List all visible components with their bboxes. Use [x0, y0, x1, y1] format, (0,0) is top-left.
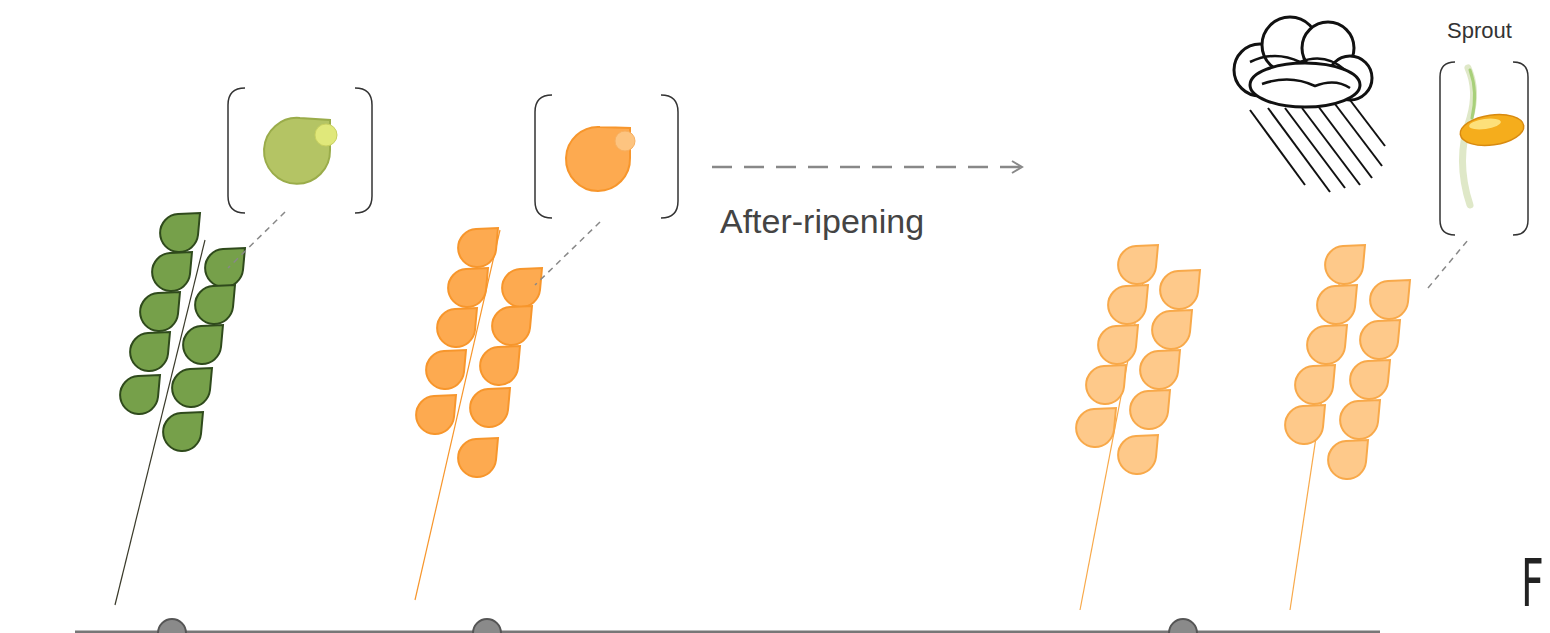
after-ripened-spike	[1285, 245, 1410, 610]
kernel	[1370, 280, 1410, 319]
kernel	[1108, 285, 1148, 324]
stem	[115, 240, 205, 605]
kernel	[1118, 245, 1158, 284]
kernel	[1152, 310, 1192, 349]
kernel	[183, 325, 223, 364]
bracket	[1440, 62, 1455, 235]
edge-letter: F	[1521, 545, 1544, 622]
kernel	[195, 285, 235, 324]
kernel	[1098, 325, 1138, 364]
kernel	[458, 438, 498, 477]
kernel	[448, 268, 488, 307]
kernel	[502, 268, 542, 307]
kernel	[160, 213, 200, 252]
kernel	[1295, 365, 1335, 404]
kernel	[120, 375, 160, 414]
kernel	[140, 292, 180, 331]
kernel	[1130, 390, 1170, 429]
kernel	[1325, 245, 1365, 284]
kernel	[1317, 285, 1357, 324]
cloud-line	[1250, 56, 1345, 70]
kernel	[458, 228, 498, 267]
bracket	[661, 95, 678, 218]
bracket	[355, 88, 372, 213]
kernel	[130, 332, 170, 371]
raindrop-line	[1268, 108, 1330, 192]
kernel	[172, 368, 212, 407]
embryo	[315, 124, 337, 146]
kernel	[492, 306, 532, 345]
ripe-spike	[415, 228, 542, 600]
bracket	[228, 88, 245, 213]
timeline-point	[158, 619, 186, 633]
bracket	[535, 95, 552, 218]
kernel	[152, 252, 192, 291]
seed	[1458, 111, 1526, 150]
leader-line	[1428, 240, 1468, 288]
rain	[1250, 100, 1385, 192]
seed-highlight	[1468, 117, 1501, 131]
kernel	[1285, 405, 1325, 444]
kernel	[470, 388, 510, 427]
leader-line	[535, 222, 600, 285]
kernel	[437, 308, 477, 347]
raindrop-line	[1350, 100, 1385, 146]
raindrop-line	[1285, 108, 1345, 188]
sprout-label: Sprout	[1447, 18, 1512, 44]
kernel	[1328, 440, 1368, 479]
bracket	[1513, 62, 1528, 235]
kernel	[1307, 325, 1347, 364]
kernel	[1360, 320, 1400, 359]
kernel	[1076, 408, 1116, 447]
process-label: After-ripening	[720, 202, 924, 241]
leader-line	[228, 212, 285, 268]
sprout-tip	[1470, 70, 1475, 118]
kernel	[416, 395, 456, 434]
kernel	[163, 412, 203, 451]
timeline-point	[473, 619, 501, 633]
embryo	[615, 131, 635, 151]
raindrop-line	[1302, 108, 1360, 185]
kernel	[1160, 270, 1200, 309]
kernel	[1340, 400, 1380, 439]
kernel	[426, 350, 466, 389]
rain-cloud	[1234, 17, 1372, 107]
kernel	[1118, 435, 1158, 474]
timeline-point	[1169, 619, 1197, 633]
cloud-line	[1262, 79, 1350, 88]
green-spike	[115, 213, 245, 605]
kernel	[480, 346, 520, 385]
time-arrow	[712, 166, 1022, 169]
kernel	[1350, 360, 1390, 399]
raindrop-line	[1335, 104, 1382, 166]
after-ripened-spike	[1076, 245, 1200, 610]
kernel	[205, 248, 245, 287]
kernel	[1086, 365, 1126, 404]
kernel	[1140, 350, 1180, 389]
